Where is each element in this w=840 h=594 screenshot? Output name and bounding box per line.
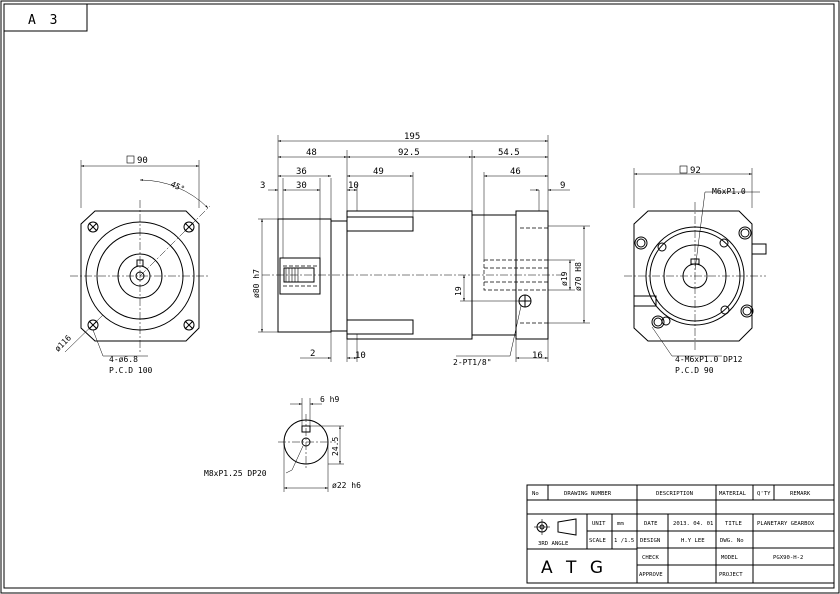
tb-title-label: TITLE (725, 521, 742, 527)
dim-phi70: ø70 H8 (574, 262, 583, 291)
title-block (526, 484, 835, 584)
tb-model-label: MODEL (721, 555, 738, 561)
tb-approve-label: APPROVE (639, 572, 663, 578)
tb-date-value: 2013. 04. 01 (673, 521, 713, 527)
dim-195: 195 (404, 132, 420, 142)
tb-model-value: PGX90-H-2 (773, 555, 803, 561)
side-view (258, 135, 590, 362)
tb-design-label: DESIGN (640, 538, 660, 544)
front-view (64, 155, 211, 357)
tb-title-value: PLANETARY GEARBOX (757, 521, 815, 527)
port-label: 2-PT1/8" (453, 358, 492, 367)
dim-36: 36 (296, 167, 307, 177)
rear-thread-holes: 4-M6xP1.0 DP12 (675, 355, 743, 364)
sheet-size-label: A 3 (28, 13, 60, 28)
dim-2: 2 (310, 349, 315, 359)
tb-header-remark: REMARK (790, 491, 811, 497)
shaft-thread-label: M8xP1.25 DP20 (204, 469, 267, 478)
dim-49: 49 (373, 167, 384, 177)
tb-company-logo: A T G (541, 558, 607, 578)
front-square-label: 90 (137, 156, 148, 166)
dim-48: 48 (306, 148, 317, 158)
dim-19: 19 (454, 286, 463, 296)
front-diameter-label: ø116 (53, 333, 73, 353)
dim-46: 46 (510, 167, 521, 177)
dim-92-5: 92.5 (398, 148, 420, 158)
dim-16: 16 (532, 351, 543, 361)
dim-3: 3 (260, 181, 265, 191)
shaft-diameter-label: ø22 h6 (332, 481, 361, 490)
tb-unit-value: mm (617, 521, 624, 527)
tb-design-value: H.Y LEE (681, 538, 705, 544)
rear-pcd: P.C.D 90 (675, 366, 714, 375)
shaft-key-height: 24.5 (331, 437, 340, 456)
tb-unit-label: UNIT (592, 521, 606, 527)
tb-header-no: No (532, 491, 539, 497)
shaft-key-label: 6 h9 (320, 395, 339, 404)
tb-projection: 3RD ANGLE (538, 541, 569, 547)
front-angle-label: 45° (169, 180, 186, 194)
dim-phi19: ø19 (560, 271, 569, 286)
shaft-detail (278, 398, 344, 492)
tb-header-material: MATERIAL (719, 491, 747, 497)
inner-border (3, 3, 835, 589)
tb-scale-label: SCALE (589, 538, 606, 544)
rear-square-label: 92 (690, 166, 701, 176)
dim-30: 30 (296, 181, 307, 191)
tb-scale-value: 1 /1.5 (614, 538, 634, 544)
tb-date-label: DATE (644, 521, 658, 527)
dim-9: 9 (560, 181, 565, 191)
front-holes-label: 4-ø6.8 (109, 355, 138, 364)
dim-10-bottom: 10 (355, 351, 366, 361)
dim-10-top: 10 (348, 181, 359, 191)
tb-header-qty: Q'TY (757, 491, 771, 497)
front-pcd-label: P.C.D 100 (109, 366, 153, 375)
tb-check-label: CHECK (642, 555, 659, 561)
sheet-size-box (3, 3, 88, 32)
rear-thread-top: M6xP1.0 (712, 187, 746, 196)
tb-project-label: PROJECT (719, 572, 743, 578)
tb-header-drawing-number: DRAWING NUMBER (564, 491, 612, 497)
dim-54-5: 54.5 (498, 148, 520, 158)
tb-dwg-label: DWG. No (720, 538, 744, 544)
rear-view (624, 165, 767, 357)
tb-header-description: DESCRIPTION (656, 491, 693, 497)
dim-phi80: ø80 h7 (252, 269, 261, 298)
